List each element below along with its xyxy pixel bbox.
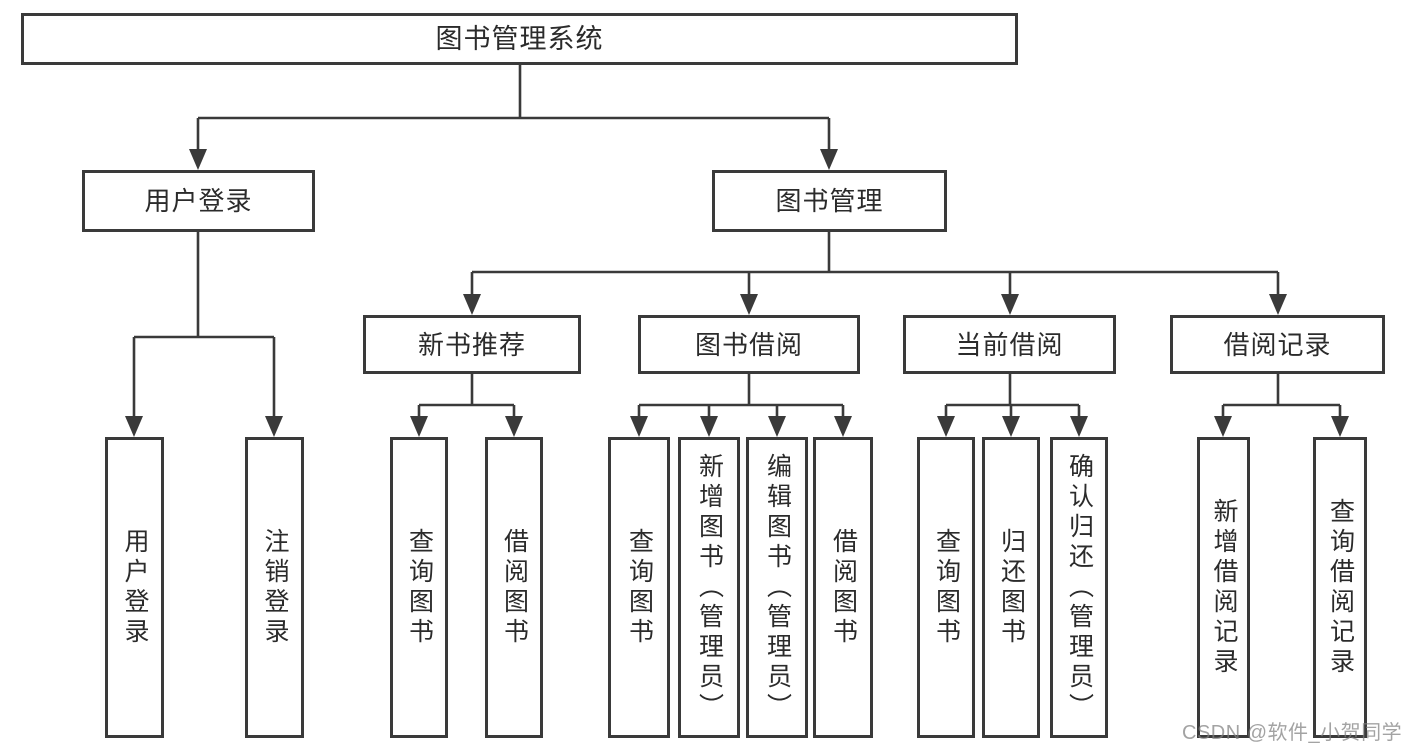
node-book-borrow: 图书借阅 bbox=[638, 315, 860, 374]
arrowhead-down-icon bbox=[410, 416, 428, 437]
arrowhead-down-icon bbox=[630, 416, 648, 437]
node-library-management-system: 图书管理系统 bbox=[21, 13, 1018, 65]
arrowhead-down-icon bbox=[463, 294, 481, 315]
leaf-return-books: 归还图书 bbox=[982, 437, 1040, 738]
leaf-edit-books-admin: 编辑图书（管理员） bbox=[746, 437, 808, 738]
leaf-user-login: 用户登录 bbox=[105, 437, 164, 738]
leaf-borrow-books: 借阅图书 bbox=[813, 437, 873, 738]
node-user-login: 用户登录 bbox=[82, 170, 315, 232]
connector-new-book-to-leaves bbox=[417, 374, 516, 419]
node-borrow-records: 借阅记录 bbox=[1170, 315, 1385, 374]
connector-borrow-records-to-leaves bbox=[1221, 374, 1342, 419]
leaf-add-borrow-record: 新增借阅记录 bbox=[1197, 437, 1250, 738]
node-new-book-recommend: 新书推荐 bbox=[363, 315, 581, 374]
arrowhead-down-icon bbox=[1269, 294, 1287, 315]
arrowhead-down-icon bbox=[834, 416, 852, 437]
node-book-management: 图书管理 bbox=[712, 170, 947, 232]
csdn-watermark: CSDN @软件_小贺同学 bbox=[1182, 722, 1403, 744]
connector-current-borrow-to-leaves bbox=[944, 374, 1081, 419]
leaf-query-books: 查询图书 bbox=[390, 437, 448, 738]
leaf-query-books: 查询图书 bbox=[608, 437, 670, 738]
leaf-query-books: 查询图书 bbox=[917, 437, 975, 738]
arrowhead-down-icon bbox=[1214, 416, 1232, 437]
arrowhead-down-icon bbox=[125, 416, 143, 437]
node-current-borrow: 当前借阅 bbox=[903, 315, 1116, 374]
arrowhead-down-icon bbox=[1001, 294, 1019, 315]
arrowhead-down-icon bbox=[265, 416, 283, 437]
arrowhead-down-icon bbox=[820, 149, 838, 170]
arrowheads bbox=[125, 149, 1349, 437]
leaf-add-books-admin: 新增图书（管理员） bbox=[678, 437, 740, 738]
arrowhead-down-icon bbox=[189, 149, 207, 170]
arrowhead-down-icon bbox=[700, 416, 718, 437]
connector-book-management-to-level3 bbox=[470, 232, 1280, 297]
leaf-logout: 注销登录 bbox=[245, 437, 304, 738]
leaf-borrow-books: 借阅图书 bbox=[485, 437, 543, 738]
connector-book-borrow-to-leaves bbox=[637, 374, 845, 419]
leaf-confirm-return-admin: 确认归还（管理员） bbox=[1050, 437, 1108, 738]
connector-user-login-to-leaves bbox=[132, 232, 276, 419]
arrowhead-down-icon bbox=[937, 416, 955, 437]
connector-root-to-level2 bbox=[196, 65, 831, 152]
arrowhead-down-icon bbox=[1002, 416, 1020, 437]
arrowhead-down-icon bbox=[740, 294, 758, 315]
leaf-query-borrow-record: 查询借阅记录 bbox=[1313, 437, 1367, 738]
arrowhead-down-icon bbox=[1331, 416, 1349, 437]
arrowhead-down-icon bbox=[505, 416, 523, 437]
arrowhead-down-icon bbox=[1070, 416, 1088, 437]
arrowhead-down-icon bbox=[768, 416, 786, 437]
